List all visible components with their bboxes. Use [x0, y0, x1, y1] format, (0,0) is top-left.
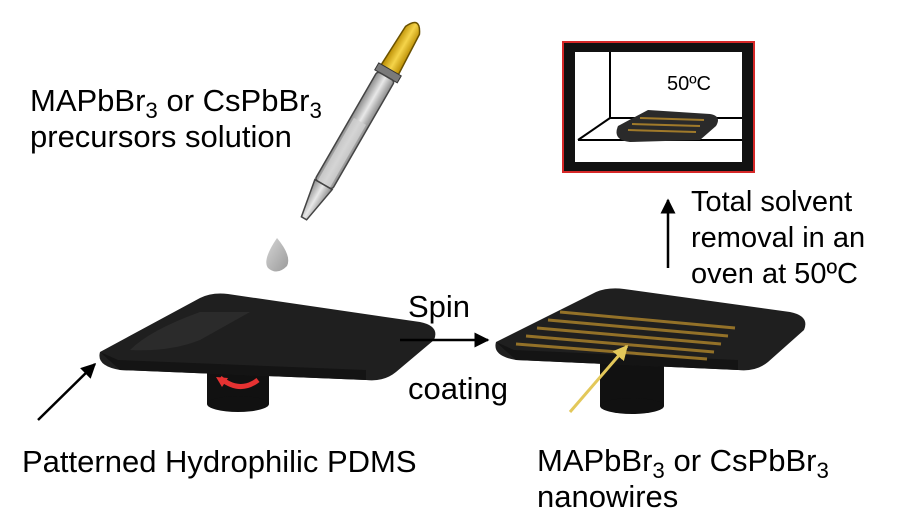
pdms-substrate-right — [495, 288, 806, 371]
solvent-removal-line3: oven at 50ºC — [691, 258, 858, 290]
spin-label: Spin — [408, 289, 471, 324]
precursor-label-line1: MAPbBr3 or CsPbBr3 — [30, 83, 322, 124]
oven-icon — [562, 41, 755, 173]
precursor-label-line2: precursors solution — [30, 119, 292, 154]
solvent-removal-line2: removal in an — [691, 222, 866, 254]
pdms-substrate-left — [99, 293, 436, 381]
nanowire-label-line2: nanowires — [537, 479, 679, 514]
pipette-icon — [300, 21, 421, 221]
pdms-label: Patterned Hydrophilic PDMS — [22, 444, 417, 479]
pdms-pointer-arrow — [37, 362, 97, 421]
nanowire-pointer-arrow — [568, 344, 629, 413]
solvent-removal-line1: Total solvent — [691, 186, 853, 218]
droplet-icon — [266, 238, 289, 272]
coating-label: coating — [408, 371, 508, 406]
nanowire-lines — [515, 310, 736, 361]
oven-temperature-label: 50ºC — [667, 73, 711, 95]
nanowire-label-line1: MAPbBr3 or CsPbBr3 — [537, 443, 829, 484]
